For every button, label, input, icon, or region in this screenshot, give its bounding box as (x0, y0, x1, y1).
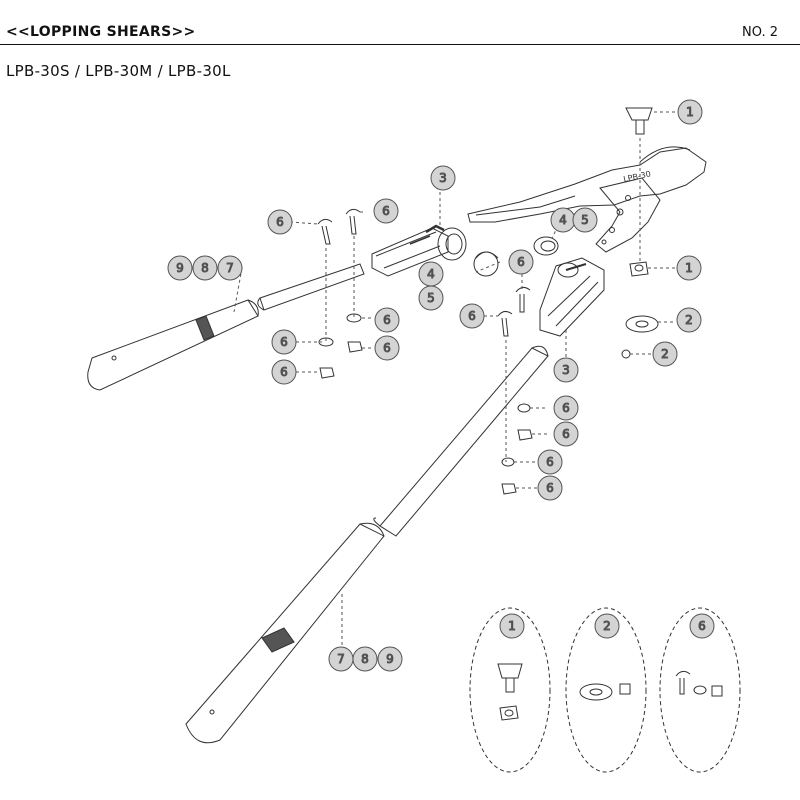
lock-screw (621, 349, 631, 359)
callout-6: 6 (553, 395, 579, 421)
callout-6: 6 (459, 303, 485, 329)
svg-text:6: 6 (562, 401, 570, 415)
lower-handle-grip (185, 522, 385, 744)
lower-handle-bracket (539, 257, 605, 337)
callout-5: 5 (572, 207, 598, 233)
callout-5: 5 (418, 285, 444, 311)
page-title: <<LOPPING SHEARS>> (6, 24, 196, 40)
callout-6: 6 (537, 449, 563, 475)
detail-label: 2 (594, 613, 620, 639)
cutting-blade-head: LPB-30 (467, 146, 707, 253)
callout-6: 6 (374, 335, 400, 361)
svg-text:7: 7 (337, 652, 345, 666)
svg-text:1: 1 (686, 105, 694, 119)
callout-6: 6 (267, 209, 293, 235)
svg-text:4: 4 (427, 267, 435, 281)
svg-text:4: 4 (559, 213, 567, 227)
svg-text:6: 6 (468, 309, 476, 323)
svg-text:2: 2 (603, 619, 611, 633)
svg-text:5: 5 (427, 291, 435, 305)
svg-text:6: 6 (546, 455, 554, 469)
svg-text:2: 2 (661, 347, 669, 361)
svg-text:1: 1 (508, 619, 516, 633)
bolt-lower-left (497, 310, 513, 337)
upper-handle-bracket (371, 224, 467, 277)
detail-label: 6 (689, 613, 715, 639)
leader-lines (233, 111, 678, 652)
callout-7: 7 (328, 646, 354, 672)
callout-8: 8 (352, 646, 378, 672)
svg-text:6: 6 (383, 313, 391, 327)
upper-handle-grip (87, 299, 259, 391)
detail-label: 1 (499, 613, 525, 639)
upper-handle-tube (257, 263, 365, 311)
page-number: NO. 2 (742, 25, 778, 40)
svg-text:7: 7 (226, 261, 234, 275)
svg-text:6: 6 (280, 365, 288, 379)
svg-text:2: 2 (685, 313, 693, 327)
callout-1: 1 (676, 255, 702, 281)
svg-text:3: 3 (562, 363, 570, 377)
detail-view-2 (565, 607, 647, 773)
bolt-upper-left (317, 218, 333, 245)
washer-lower-1 (517, 403, 531, 413)
svg-text:3: 3 (439, 171, 447, 185)
washer-lower-2 (501, 457, 515, 467)
callout-4: 4 (418, 261, 444, 287)
callout-6: 6 (374, 307, 400, 333)
header-divider (0, 44, 800, 45)
svg-text:6: 6 (562, 427, 570, 441)
nut-lower-2 (501, 483, 517, 495)
nut-lower-1 (517, 429, 533, 441)
callout-6: 6 (537, 475, 563, 501)
callout-6: 6 (271, 329, 297, 355)
bolt-upper-mid (345, 208, 361, 235)
model-list: LPB-30S / LPB-30M / LPB-30L (6, 62, 231, 80)
callout-2: 2 (676, 307, 702, 333)
svg-text:6: 6 (517, 255, 525, 269)
callout-3: 3 (430, 165, 456, 191)
callout-6: 6 (508, 249, 534, 275)
nut-upper (347, 341, 363, 353)
callout-9: 9 (377, 646, 403, 672)
svg-text:6: 6 (276, 215, 284, 229)
callout-4: 4 (550, 207, 576, 233)
ferrule-cap (473, 251, 499, 277)
pivot-bolt (625, 107, 653, 135)
callout-1: 1 (677, 99, 703, 125)
callout-9: 9 (167, 255, 193, 281)
svg-text:8: 8 (201, 261, 209, 275)
callout-7: 7 (217, 255, 243, 281)
svg-text:6: 6 (280, 335, 288, 349)
detail-view-1 (469, 607, 551, 773)
svg-text:6: 6 (383, 341, 391, 355)
svg-text:6: 6 (546, 481, 554, 495)
svg-text:9: 9 (386, 652, 394, 666)
bolt-lower-mid (515, 286, 531, 313)
callout-3: 3 (553, 357, 579, 383)
lower-handle-tube (373, 345, 549, 537)
pivot-nut (629, 261, 649, 277)
svg-text:6: 6 (382, 204, 390, 218)
callout-6: 6 (373, 198, 399, 224)
ferrule-ring (533, 236, 559, 256)
callout-2: 2 (652, 341, 678, 367)
svg-text:6: 6 (698, 619, 706, 633)
svg-text:9: 9 (176, 261, 184, 275)
svg-text:8: 8 (361, 652, 369, 666)
svg-text:1: 1 (685, 261, 693, 275)
callout-6: 6 (553, 421, 579, 447)
detail-view-6 (659, 607, 741, 773)
callout-8: 8 (192, 255, 218, 281)
lock-plate (625, 315, 659, 333)
head-engraving: LPB-30 (623, 169, 652, 184)
callout-6: 6 (271, 359, 297, 385)
nut-upper-left (319, 367, 335, 379)
svg-text:5: 5 (581, 213, 589, 227)
